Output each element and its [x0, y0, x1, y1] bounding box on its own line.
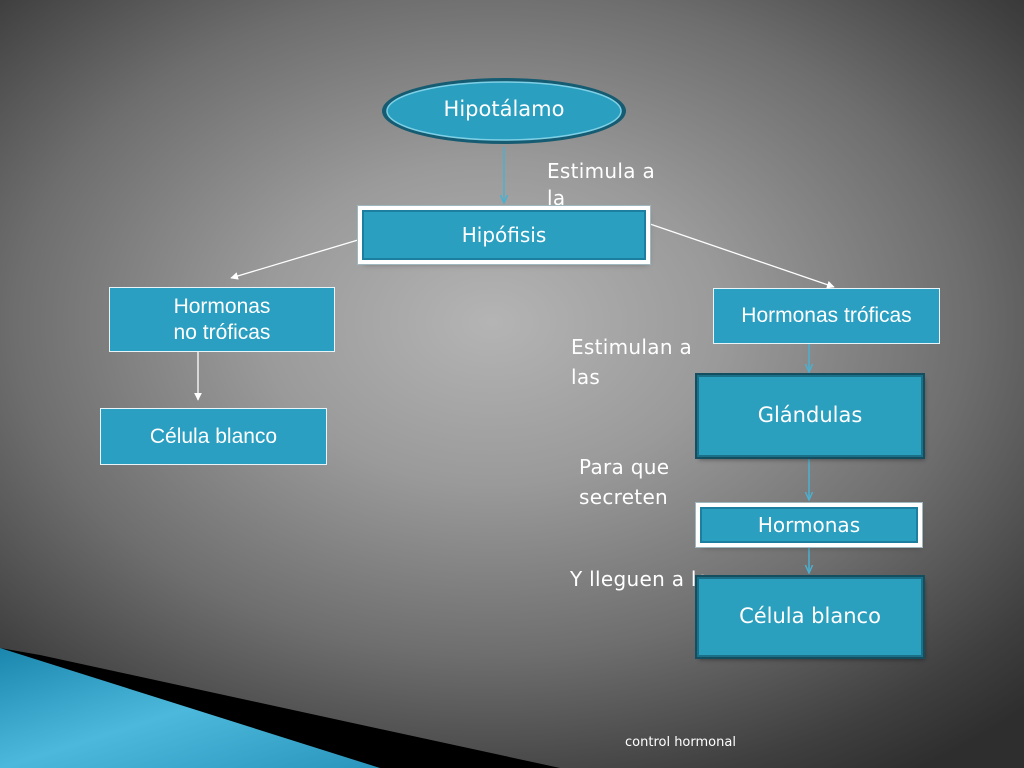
hipotalamo-ellipse-inner [386, 81, 622, 141]
footer-caption: control hormonal [625, 735, 736, 750]
hormonas-troficas-label: Hormonas tróficas [741, 304, 912, 328]
hipotalamo-label: Hipotálamo [443, 97, 565, 122]
glandulas-node[interactable]: Glándulas [697, 375, 923, 457]
hormonas-no-troficas-node[interactable]: Hormonas no tróficas [109, 287, 335, 352]
corner-stripe-blue [0, 648, 380, 768]
hormonas-node[interactable]: Hormonas [700, 507, 918, 543]
hipotalamo-node[interactable]: Hipotálamo [388, 84, 620, 136]
connector-hipofisis-no-troficas [230, 239, 359, 280]
corner-stripe-black [0, 648, 560, 768]
glandulas-label: Glándulas [757, 403, 863, 428]
label-lleguen: Y lleguen a la [570, 567, 710, 591]
hipofisis-label: Hipófisis [461, 223, 547, 247]
label-estimulan: Estimulan a las [571, 335, 693, 389]
hormonas-label: Hormonas [757, 513, 861, 537]
hipofisis-node[interactable]: Hipófisis [362, 210, 646, 260]
celula-blanco-left-node[interactable]: Célula blanco [100, 408, 327, 465]
celula-blanco-right-node[interactable]: Célula blanco [697, 577, 923, 657]
hormonas-troficas-node[interactable]: Hormonas tróficas [713, 288, 940, 344]
label-para-que: Para que secreten [579, 455, 670, 509]
connector-hipofisis-troficas [649, 223, 835, 289]
celula-blanco-right-label: Célula blanco [739, 604, 881, 629]
celula-blanco-left-label: Célula blanco [149, 424, 278, 448]
label-estimula: Estimula a la [547, 159, 656, 210]
hormonas-no-troficas-line2: no tróficas [173, 320, 271, 344]
hormonas-no-troficas-line1: Hormonas [173, 295, 271, 319]
